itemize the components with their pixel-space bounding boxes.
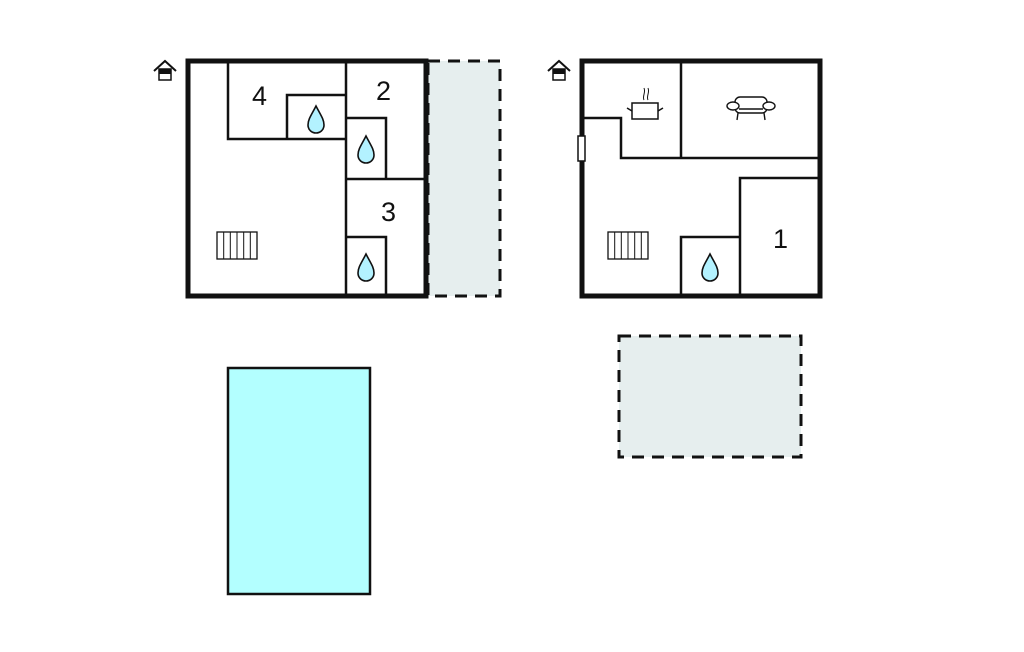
stairs-icon xyxy=(216,231,258,260)
bath-walls xyxy=(679,235,740,294)
pool xyxy=(226,366,372,596)
kitchen-walls xyxy=(583,116,818,160)
terrace-upper xyxy=(426,59,502,298)
bath-4-walls xyxy=(285,93,346,139)
stairs-icon xyxy=(607,231,649,260)
room-label-3: 3 xyxy=(381,197,396,227)
entrance-icon xyxy=(547,60,571,81)
door-icon xyxy=(577,135,586,162)
terrace xyxy=(617,334,803,459)
kitchen-pot-icon xyxy=(626,87,664,120)
room-4-walls xyxy=(226,62,346,141)
entrance-icon xyxy=(153,60,177,81)
sofa-icon xyxy=(726,96,776,121)
room-label-2: 2 xyxy=(376,76,391,106)
room-1-walls xyxy=(738,176,818,294)
bath-3-walls xyxy=(346,235,388,294)
upper-floor-plan: 4 2 3 xyxy=(153,58,502,299)
ground-floor-plan: 1 xyxy=(547,58,823,299)
room-label-4: 4 xyxy=(252,81,267,111)
room-label-1: 1 xyxy=(773,224,788,254)
bath-2-walls xyxy=(346,116,388,179)
